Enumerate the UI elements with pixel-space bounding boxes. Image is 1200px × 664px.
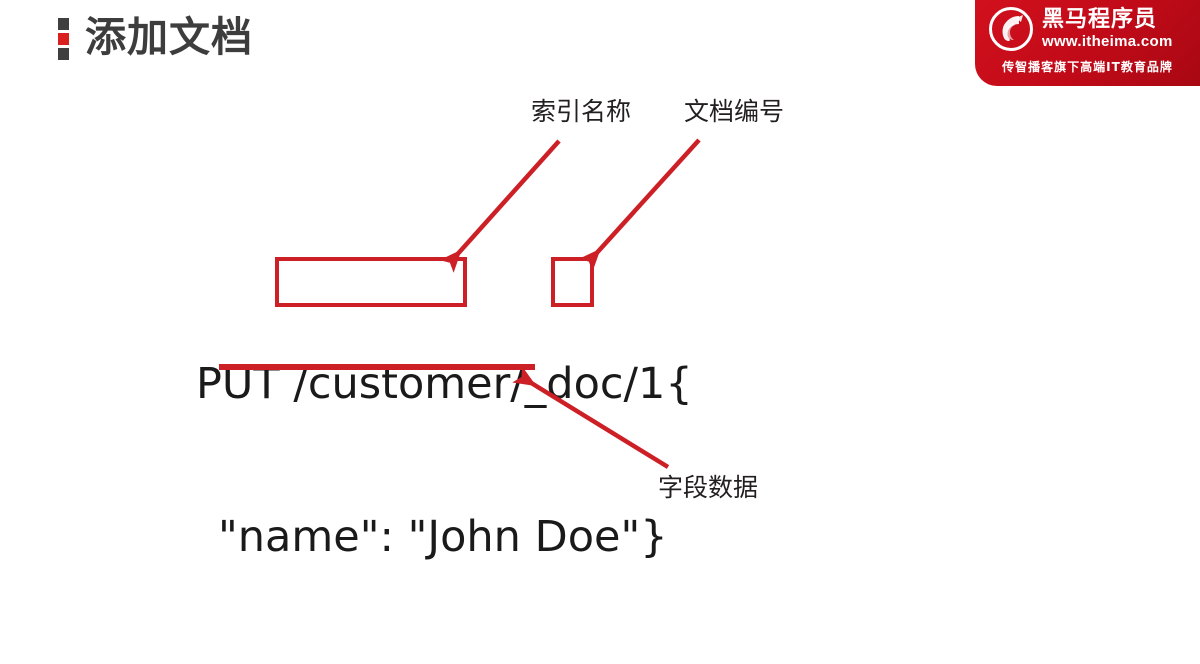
annotation-label-document-id: 文档编号 — [684, 97, 785, 126]
title-bullet-marker — [58, 18, 69, 60]
arrow-index-name — [439, 139, 561, 273]
bullet-square-bottom — [58, 48, 69, 60]
horse-head-icon — [989, 7, 1033, 51]
bullet-square-middle — [58, 33, 69, 45]
code-line-body: "name": "John Doe"} — [218, 511, 668, 562]
logo-url: www.itheima.com — [1042, 33, 1173, 50]
annotation-label-field-data: 字段数据 — [658, 473, 759, 502]
logo-brand-name: 黑马程序员 — [1042, 7, 1158, 32]
brand-logo: 黑马程序员 www.itheima.com 传智播客旗下高端IT教育品牌 — [975, 0, 1200, 86]
page-title-text: 添加文档 — [85, 12, 253, 61]
annotation-label-index-name: 索引名称 — [531, 97, 632, 126]
code-line-request: PUT /customer/_doc/1{ — [196, 359, 693, 410]
code-snippet: PUT /customer/_doc/1{ "name": "John Doe"… — [196, 258, 693, 664]
logo-wordmark: 黑马程序员 www.itheima.com — [1042, 7, 1173, 50]
logo-top-row: 黑马程序员 www.itheima.com — [975, 0, 1200, 51]
page-title: 添加文档 — [58, 14, 253, 60]
bullet-square-top — [58, 18, 69, 30]
slide-canvas: 添加文档 黑马程序员 www.itheima.com 传智播客旗下高端IT教育品… — [58, 0, 1200, 562]
arrow-document-id — [578, 138, 701, 272]
logo-tagline: 传智播客旗下高端IT教育品牌 — [1002, 60, 1173, 74]
